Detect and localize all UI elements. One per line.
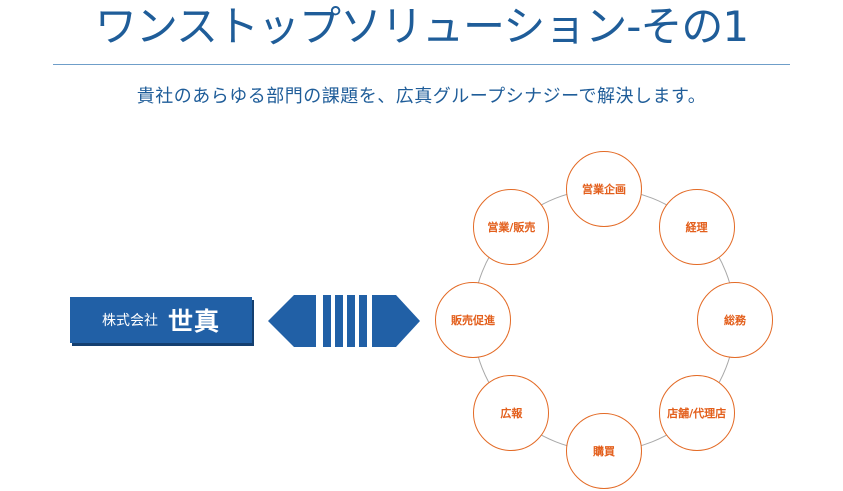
department-label: 経理 (685, 221, 708, 235)
arrow-left-icon (268, 295, 316, 347)
department-node: 経理 (658, 189, 735, 266)
department-node: 営業/販売 (473, 189, 550, 266)
title-divider (53, 64, 790, 65)
connector-bar-1 (323, 295, 331, 347)
department-node: 営業企画 (566, 151, 642, 227)
department-label: 店舗/代理店 (667, 406, 727, 420)
department-label: 営業企画 (582, 183, 626, 196)
page-subtitle: 貴社のあらゆる部門の課題を、広真グループシナジーで解決します。 (136, 86, 707, 107)
company-name: 世真 (167, 307, 220, 336)
department-node: 広報 (473, 374, 550, 451)
company-box: 株式会社 世真 (70, 297, 252, 343)
connector-bar-3 (347, 295, 355, 347)
department-node: 総務 (697, 282, 773, 358)
department-node: 購買 (566, 413, 642, 489)
page-title: ワンストップソリューション-その1 (94, 2, 749, 51)
department-label: 総務 (724, 314, 746, 327)
company-prefix: 株式会社 (101, 313, 158, 329)
arrow-right-icon (372, 295, 420, 347)
double-arrow-connector (268, 295, 420, 347)
connector-bar-2 (335, 295, 343, 347)
department-node: 販売促進 (435, 282, 511, 358)
connector-bar-4 (359, 295, 367, 347)
department-label: 広報 (500, 406, 523, 420)
department-label: 購買 (593, 445, 615, 458)
department-label: 営業/販売 (487, 221, 536, 235)
department-label: 販売促進 (451, 314, 495, 327)
department-node: 店舗/代理店 (658, 374, 735, 451)
